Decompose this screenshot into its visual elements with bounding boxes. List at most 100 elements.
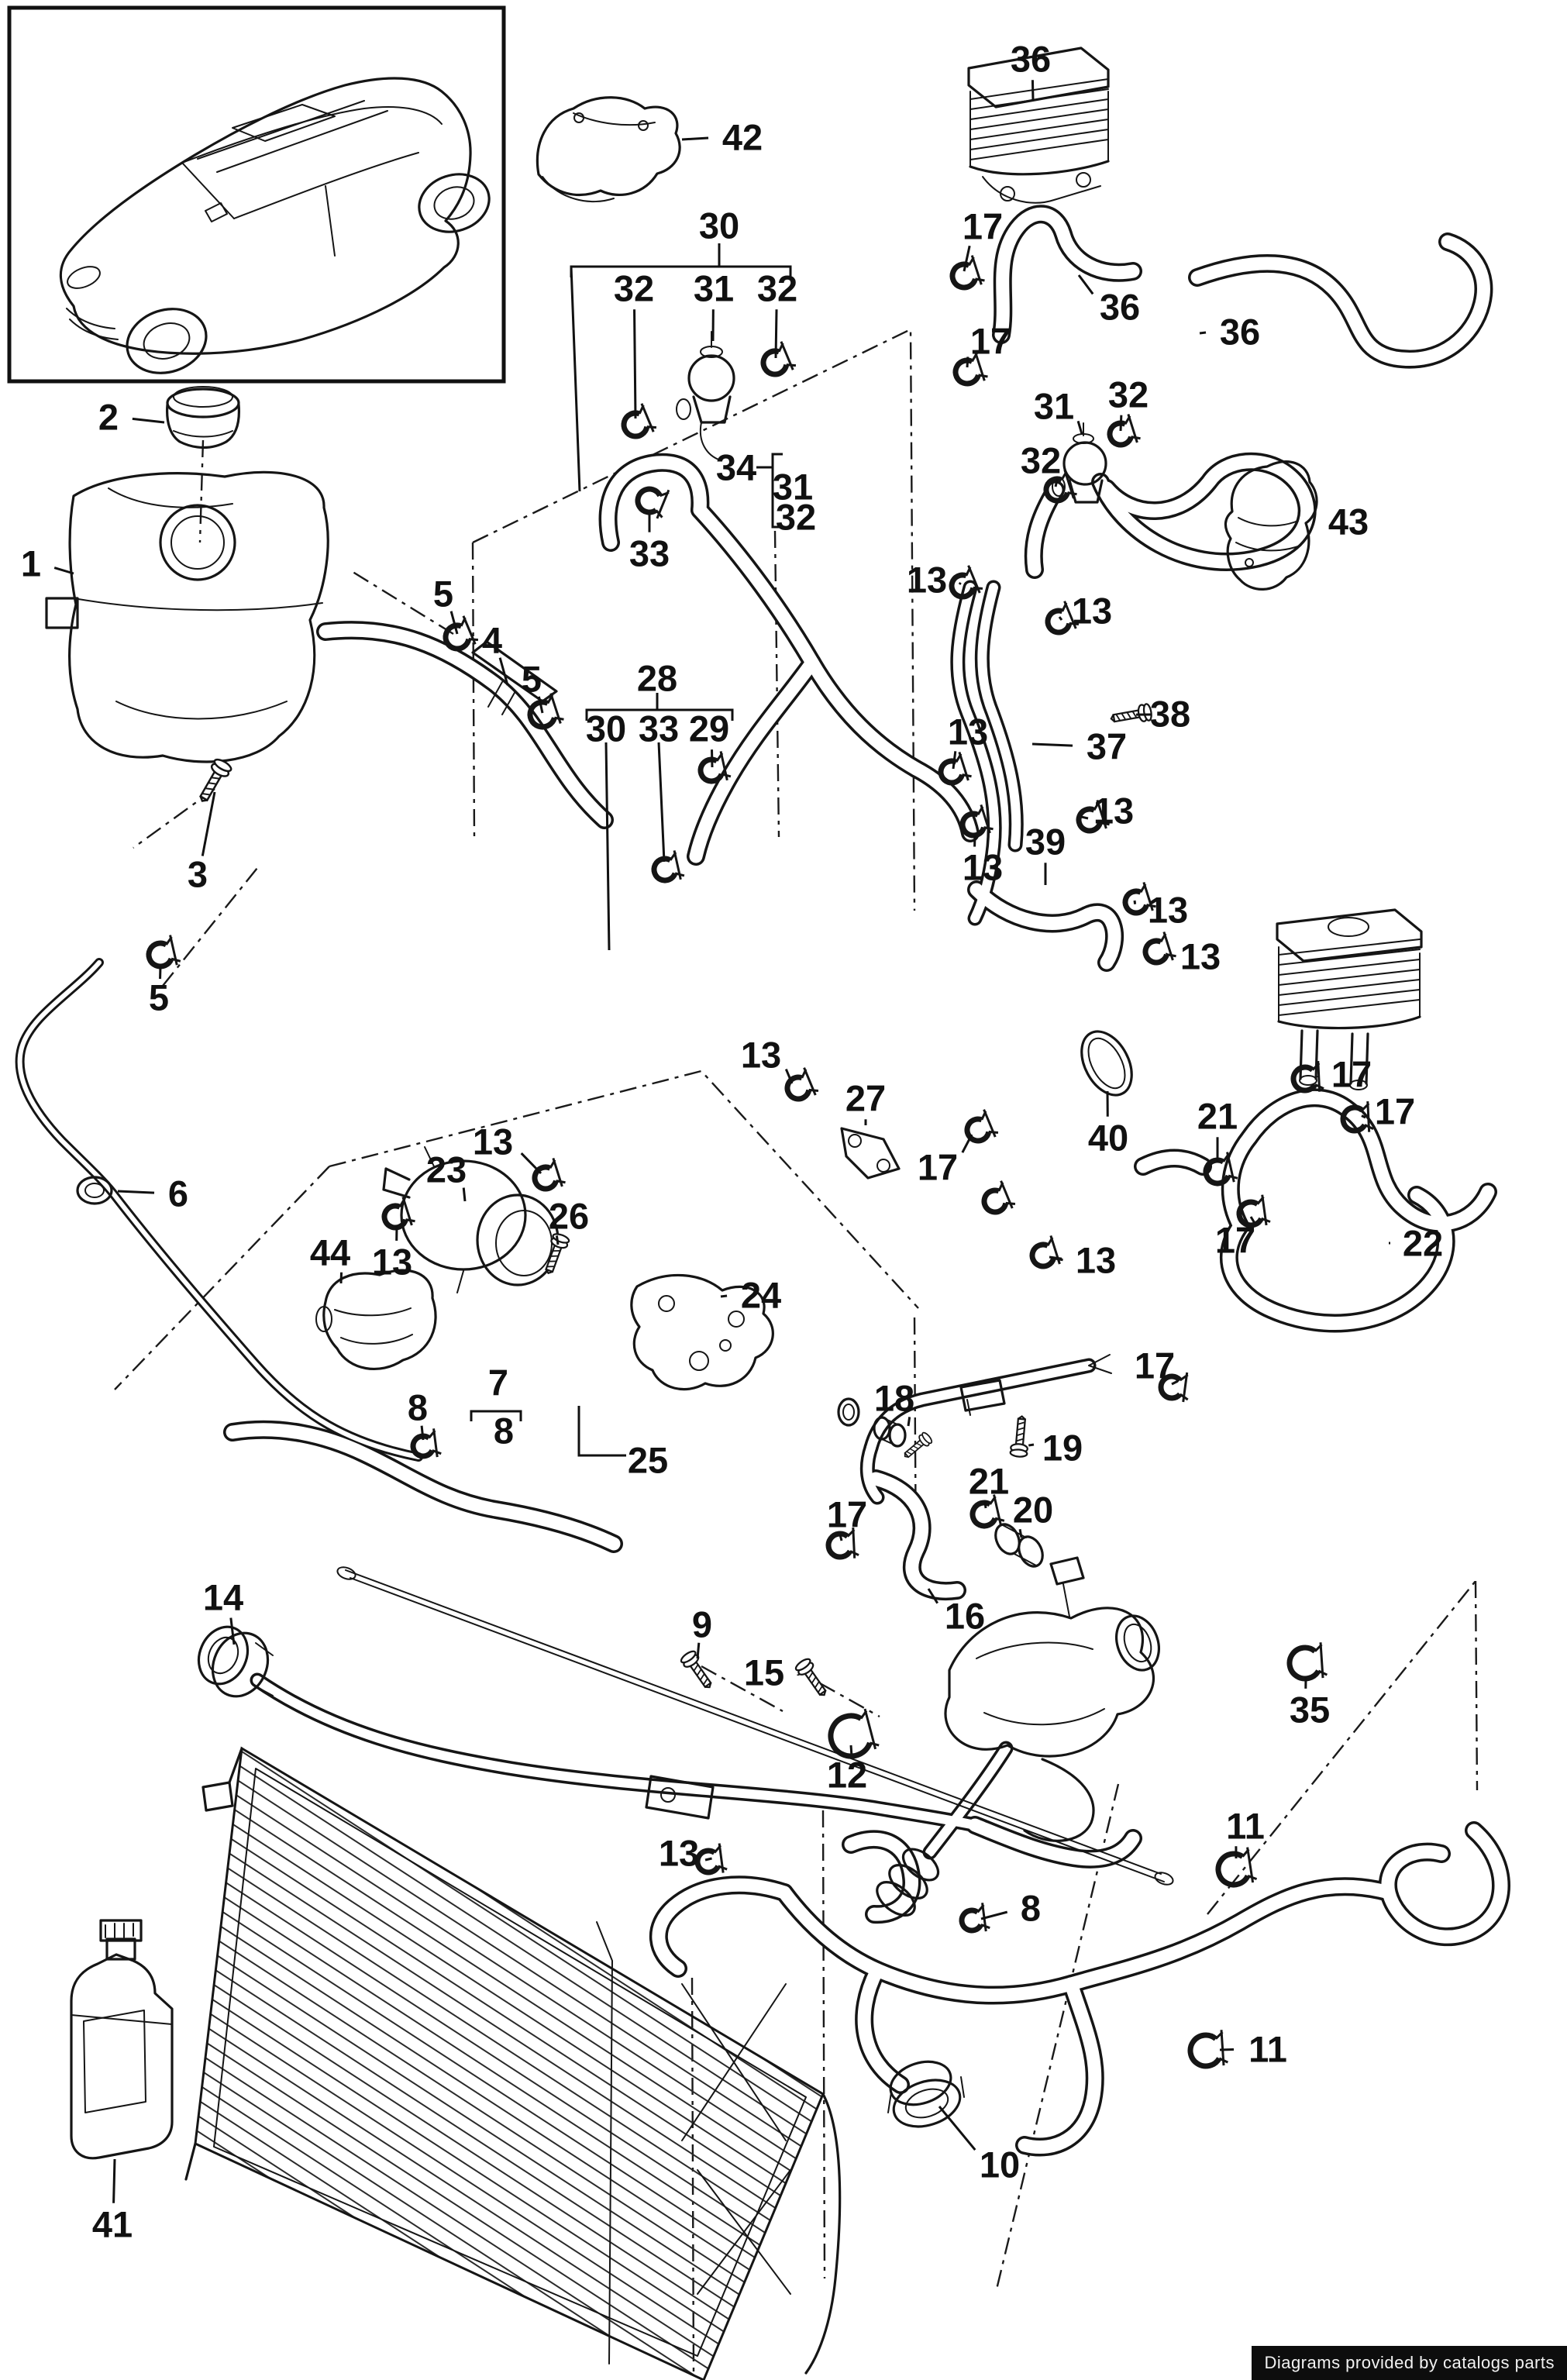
callout-31: 31 <box>694 268 734 309</box>
clamp-icon <box>949 565 983 600</box>
clamp-icon <box>697 751 732 784</box>
callout-13: 13 <box>1148 890 1188 931</box>
leader-line-5-5 <box>537 696 544 714</box>
clamp-icon <box>981 1180 1016 1215</box>
leader-line-20-63 <box>1018 1528 1023 1538</box>
callout-40: 40 <box>1088 1118 1128 1159</box>
screw-icon <box>545 1233 570 1275</box>
hose-bottom-branch-inner <box>1018 1977 1102 2154</box>
callout-13: 13 <box>473 1121 513 1162</box>
hose-28-branch-inner <box>689 656 819 863</box>
valve-31-right <box>1052 422 1107 504</box>
pipe-6-inner <box>17 960 421 1459</box>
leader-line-12-67 <box>849 1745 853 1755</box>
clamp-icon <box>760 341 797 377</box>
callout-39: 39 <box>1025 821 1066 863</box>
hose-21-stub-inner <box>1136 1152 1210 1173</box>
bracket-line-9 <box>604 742 611 951</box>
hose-7-8-inner <box>226 1423 621 1551</box>
gasket-40 <box>1080 1030 1133 1097</box>
hose-tank-outlet-inner <box>319 623 611 827</box>
callout-17: 17 <box>1215 1220 1255 1261</box>
callout-37: 37 <box>1087 726 1127 767</box>
callout-32: 32 <box>776 497 816 538</box>
callout-19: 19 <box>1042 1428 1083 1469</box>
clamp-icon <box>1215 1847 1258 1888</box>
callout-36: 36 <box>1100 287 1140 328</box>
leader-line-13-71 <box>704 1857 712 1862</box>
callout-5: 5 <box>433 573 453 615</box>
oil-cooler-right <box>1276 908 1423 1090</box>
leader-line-36-21 <box>1031 80 1035 102</box>
callout-13: 13 <box>907 560 947 601</box>
clamp-icon <box>828 1708 880 1759</box>
leader-line-17-44 <box>1249 1216 1255 1224</box>
leader-line-6-7 <box>117 1190 155 1194</box>
callout-17: 17 <box>970 321 1011 362</box>
thermostat-housing <box>876 1556 1160 1917</box>
pipe-6 <box>15 958 423 1462</box>
callout-14: 14 <box>203 1577 243 1618</box>
clamp-icon <box>1286 1642 1328 1682</box>
callout-3: 3 <box>188 854 208 895</box>
clamp-icon <box>1142 931 1176 966</box>
leader-line-2-1 <box>132 417 165 424</box>
pipe-4-tee <box>471 640 558 715</box>
clamp-icon <box>635 486 670 519</box>
callout-17: 17 <box>1331 1054 1372 1095</box>
leader-line-1-0 <box>53 567 74 575</box>
leader-line-32-19 <box>774 309 778 359</box>
callout-6: 6 <box>168 1173 188 1214</box>
screw-icon <box>1110 703 1152 723</box>
hose-clamps <box>146 255 1374 2069</box>
callout-36: 36 <box>1220 312 1260 353</box>
pipe-37-b-inner <box>977 583 1021 849</box>
leader-line-36-25 <box>1199 331 1207 335</box>
bracket-line-8 <box>470 1410 522 1421</box>
washer-sleeve-25 <box>837 1397 907 1448</box>
clamp-icon <box>825 1528 859 1560</box>
clamp-icon <box>959 1903 990 1934</box>
clamp-icon <box>1076 799 1110 834</box>
callout-24: 24 <box>741 1275 781 1316</box>
clamp-icon <box>959 804 994 839</box>
coolant-cap <box>166 386 240 449</box>
leader-line-17-23 <box>966 356 969 368</box>
callout-13: 13 <box>1093 790 1134 832</box>
clamp-icon <box>1158 1372 1189 1403</box>
clamp-icon <box>694 1843 728 1875</box>
car-inset-box <box>7 5 506 384</box>
leader-line-41-77 <box>112 2158 116 2203</box>
callout-13: 13 <box>1180 936 1221 977</box>
callout-11: 11 <box>1226 1806 1265 1847</box>
pipe-14-flange <box>197 1625 715 1820</box>
callout-31: 31 <box>773 467 813 508</box>
clamp-icon <box>1043 469 1077 504</box>
callout-21: 21 <box>969 1461 1009 1502</box>
clamp-icon <box>1045 601 1080 635</box>
callout-11: 11 <box>1248 2029 1287 2070</box>
pipe-18-tail-inner <box>863 1443 882 1502</box>
car-illustration <box>59 77 491 374</box>
label-brackets <box>470 243 792 1457</box>
hose-22-stub-inner <box>1224 1131 1256 1233</box>
callout-42: 42 <box>722 117 763 158</box>
callout-17: 17 <box>1135 1345 1175 1386</box>
callout-9: 9 <box>692 1604 712 1645</box>
callout-8: 8 <box>494 1410 514 1452</box>
leader-line-9-69 <box>696 1642 701 1659</box>
leader-line-36-24 <box>1077 274 1094 295</box>
bracket-line-10 <box>657 742 666 863</box>
leader-line-8-59 <box>420 1425 425 1441</box>
callout-13: 13 <box>659 1833 699 1874</box>
callout-17: 17 <box>827 1494 867 1535</box>
clamp-icon <box>969 1494 1005 1529</box>
leader-line-17-43 <box>1361 1114 1366 1119</box>
callout-13: 13 <box>741 1035 781 1076</box>
callout-1: 1 <box>21 543 41 584</box>
leader-line-17-48 <box>961 1134 973 1153</box>
callout-33: 33 <box>629 533 670 574</box>
leader-line-18-60 <box>907 1417 911 1427</box>
clamp-icon <box>1187 2030 1229 2069</box>
